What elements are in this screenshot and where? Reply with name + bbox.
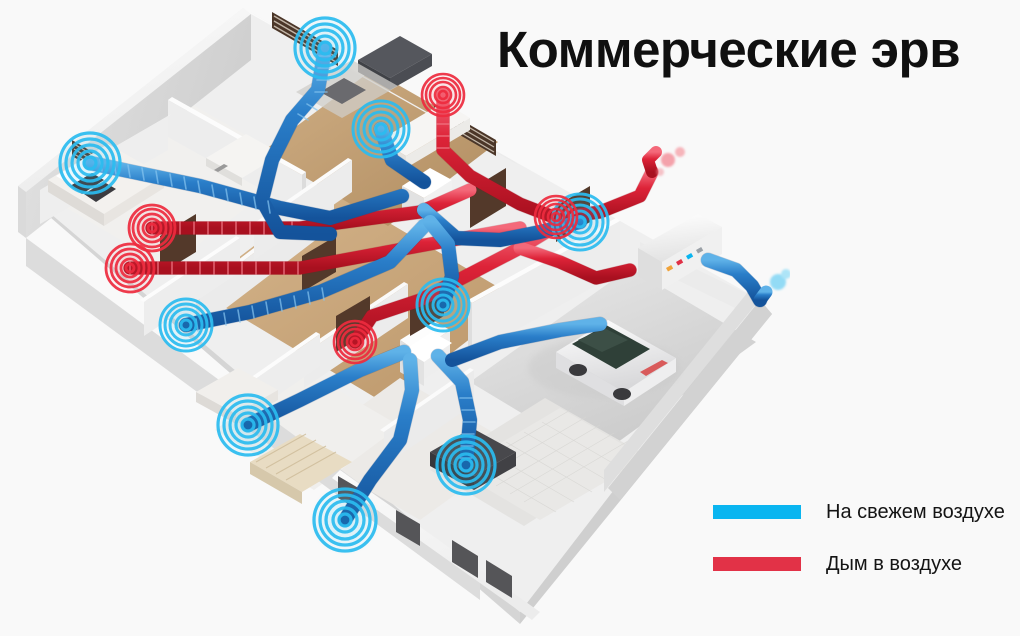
vent-markers: [56, 14, 610, 556]
isometric-house-illustration: [18, 8, 790, 624]
vent-marker-fresh-air: [56, 14, 610, 556]
coffee-table: [296, 60, 398, 118]
smoke-air-swatch: [713, 557, 801, 571]
legend-item-smoke: Дым в воздухе: [713, 550, 1005, 578]
air-plumes: [656, 147, 790, 290]
fresh-air-swatch: [713, 505, 801, 519]
legend-label-fresh-air: На свежем воздухе: [826, 500, 1005, 523]
bed-4: [250, 433, 352, 504]
erv-unit: [638, 214, 722, 290]
dining-table: [206, 134, 282, 186]
fresh-air-plume-outdoor: [770, 269, 790, 290]
legend-item-fresh-air: На свежем воздухе: [713, 498, 1005, 526]
garage-car: [528, 320, 680, 406]
erv-indicator-lights: [666, 247, 704, 272]
legend: На свежем воздухе Дым в воздухе: [713, 498, 1005, 578]
legend-label-smoke: Дым в воздухе: [826, 552, 963, 575]
page-title: Коммерческие эрв: [497, 21, 961, 78]
smoke-plume-outdoor: [656, 147, 685, 176]
vent-marker-smoke: [104, 72, 579, 365]
